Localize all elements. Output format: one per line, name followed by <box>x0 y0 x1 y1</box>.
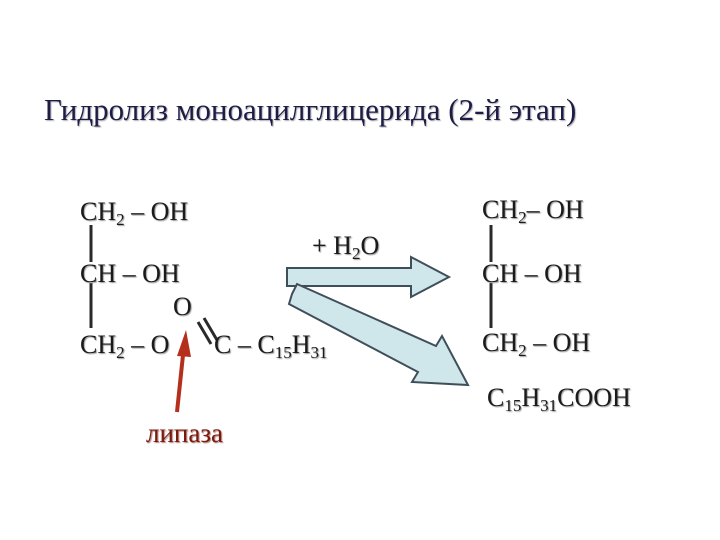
product-palmitic-acid: C15H31COOH <box>487 383 631 415</box>
enzyme-arrow-shaft <box>175 354 185 413</box>
acyl-group: C – C15H31 <box>214 330 328 362</box>
reactant-ch-oh: CH – OH <box>80 259 180 288</box>
reactant-ch2-o: CH2 – O <box>80 330 170 362</box>
water-reagent: + H2O <box>312 231 380 263</box>
carbonyl-oxygen: O <box>173 292 192 321</box>
reaction-arrow-main <box>286 255 452 299</box>
reaction-arrow-acid <box>287 282 470 387</box>
product-ch2-oh-bottom: CH2 – OH <box>482 328 591 360</box>
product-ch-oh: CH – OH <box>482 259 582 288</box>
reactant-ch2-oh: CH2 – OH <box>80 197 189 229</box>
double-bond-1 <box>196 321 213 345</box>
enzyme-arrow-head <box>177 330 191 357</box>
slide-title: Гидролиз моноацилглицерида (2-й этап) <box>44 92 577 127</box>
double-bond-2 <box>202 317 219 341</box>
product-ch2-oh-top: CH2– OH <box>482 195 584 227</box>
enzyme-label-lipase: липаза <box>146 418 224 448</box>
